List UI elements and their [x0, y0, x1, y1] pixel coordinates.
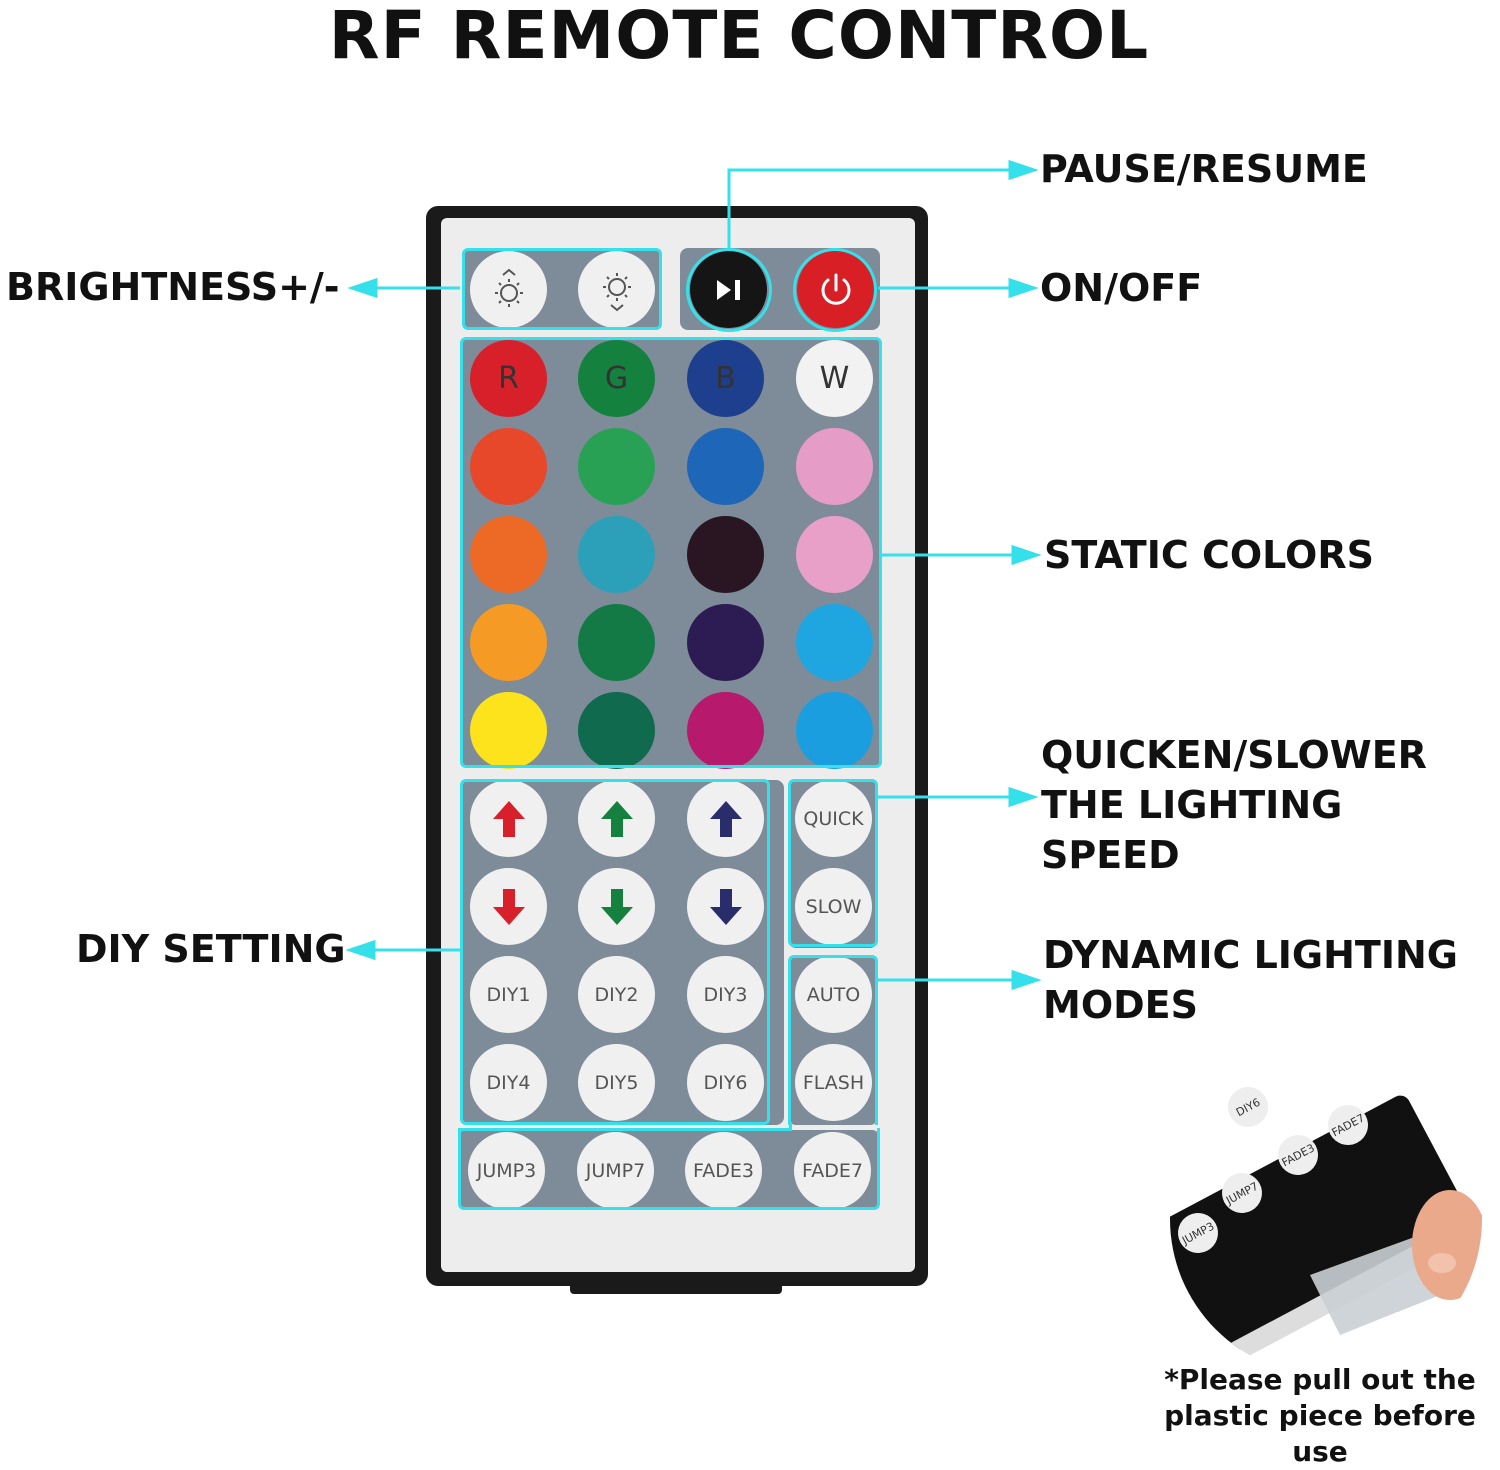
color-button[interactable] [470, 692, 547, 769]
color-button[interactable] [470, 516, 547, 593]
diy-green-up-button[interactable] [578, 780, 655, 857]
static-colors-highlight [460, 337, 882, 768]
brightness-up-button[interactable] [470, 251, 547, 328]
brightness-highlight [462, 248, 662, 330]
battery-note: *Please pull out the plastic piece befor… [1140, 1362, 1500, 1470]
highlight-joint [789, 1122, 792, 1131]
arrow-up-icon [600, 800, 633, 837]
fade7-button[interactable]: FADE7 [794, 1132, 871, 1209]
diy5-button[interactable]: DIY5 [578, 1044, 655, 1121]
arrow-down-icon [492, 888, 525, 925]
callout-dynamic-line1: DYNAMIC LIGHTING [1043, 933, 1458, 977]
battery-note-line2: plastic piece before use [1164, 1399, 1476, 1468]
color-button[interactable] [796, 428, 873, 505]
diy3-button[interactable]: DIY3 [687, 956, 764, 1033]
color-button[interactable] [796, 692, 873, 769]
diy-red-down-button[interactable] [470, 868, 547, 945]
diy-green-down-button[interactable] [578, 868, 655, 945]
color-button[interactable] [687, 428, 764, 505]
callout-static-colors: STATIC COLORS [1044, 533, 1374, 577]
auto-button[interactable]: AUTO [795, 956, 872, 1033]
brightness-down-button[interactable] [578, 251, 655, 328]
callout-pause-resume: PAUSE/RESUME [1040, 147, 1368, 191]
remote-bottom-nub [570, 1282, 782, 1294]
callout-speed-line1: QUICKEN/SLOWER [1041, 733, 1427, 777]
battery-tab-illustration: DIY6 FADE7 FADE3 JUMP7 JUMP3 [1170, 1087, 1482, 1375]
color-button[interactable] [578, 604, 655, 681]
flash-button[interactable]: FLASH [795, 1044, 872, 1121]
color-button[interactable] [796, 516, 873, 593]
speed-highlight [788, 779, 878, 947]
color-button[interactable] [687, 516, 764, 593]
callout-dynamic-line2: MODES [1043, 983, 1198, 1027]
battery-tab-inset: DIY6 FADE7 FADE3 JUMP7 JUMP3 [1170, 1085, 1482, 1375]
color-label: G [604, 361, 629, 396]
battery-note-line1: *Please pull out the [1164, 1363, 1476, 1396]
diy-blue-down-button[interactable] [687, 868, 764, 945]
color-button-b[interactable]: B [687, 340, 764, 417]
callout-brightness: BRIGHTNESS+/- [6, 265, 340, 309]
color-button[interactable] [687, 692, 764, 769]
sun-down-icon [602, 272, 631, 311]
color-button-g[interactable]: G [578, 340, 655, 417]
page-title: RF REMOTE CONTROL [328, 0, 1150, 74]
quick-button[interactable]: QUICK [795, 780, 872, 857]
arrow-down-icon [709, 888, 742, 925]
color-button[interactable] [578, 692, 655, 769]
diy4-button[interactable]: DIY4 [470, 1044, 547, 1121]
color-label: W [819, 361, 850, 396]
color-button[interactable] [687, 604, 764, 681]
color-button[interactable] [470, 428, 547, 505]
bottom-row-top-edge [458, 1128, 792, 1131]
diy6-button[interactable]: DIY6 [687, 1044, 764, 1121]
diy-blue-up-button[interactable] [687, 780, 764, 857]
color-button-r[interactable]: R [470, 340, 547, 417]
diy2-button[interactable]: DIY2 [578, 956, 655, 1033]
diy-highlight [460, 779, 770, 1125]
diy1-button[interactable]: DIY1 [470, 956, 547, 1033]
color-button[interactable] [470, 604, 547, 681]
jump7-button[interactable]: JUMP7 [577, 1132, 654, 1209]
color-button-w[interactable]: W [796, 340, 873, 417]
fade3-button[interactable]: FADE3 [685, 1132, 762, 1209]
color-label: B [715, 361, 736, 396]
callout-on-off: ON/OFF [1040, 266, 1203, 310]
callout-diy-setting: DIY SETTING [76, 927, 346, 971]
bottom-row-highlight [458, 1128, 880, 1210]
slow-button[interactable]: SLOW [795, 868, 872, 945]
arrow-up-icon [492, 800, 525, 837]
arrow-down-icon [600, 888, 633, 925]
color-button[interactable] [796, 604, 873, 681]
color-button[interactable] [578, 516, 655, 593]
color-label: R [498, 361, 519, 396]
mode-highlight [788, 955, 878, 1125]
color-button[interactable] [578, 428, 655, 505]
arrow-up-icon [709, 800, 742, 837]
sun-up-icon [494, 268, 523, 307]
power-highlight [793, 248, 877, 332]
pause-highlight [686, 248, 772, 332]
callout-speed-line3: SPEED [1041, 833, 1180, 877]
jump3-button[interactable]: JUMP3 [468, 1132, 545, 1209]
diy-red-up-button[interactable] [470, 780, 547, 857]
callout-speed-line2: THE LIGHTING [1041, 783, 1343, 827]
